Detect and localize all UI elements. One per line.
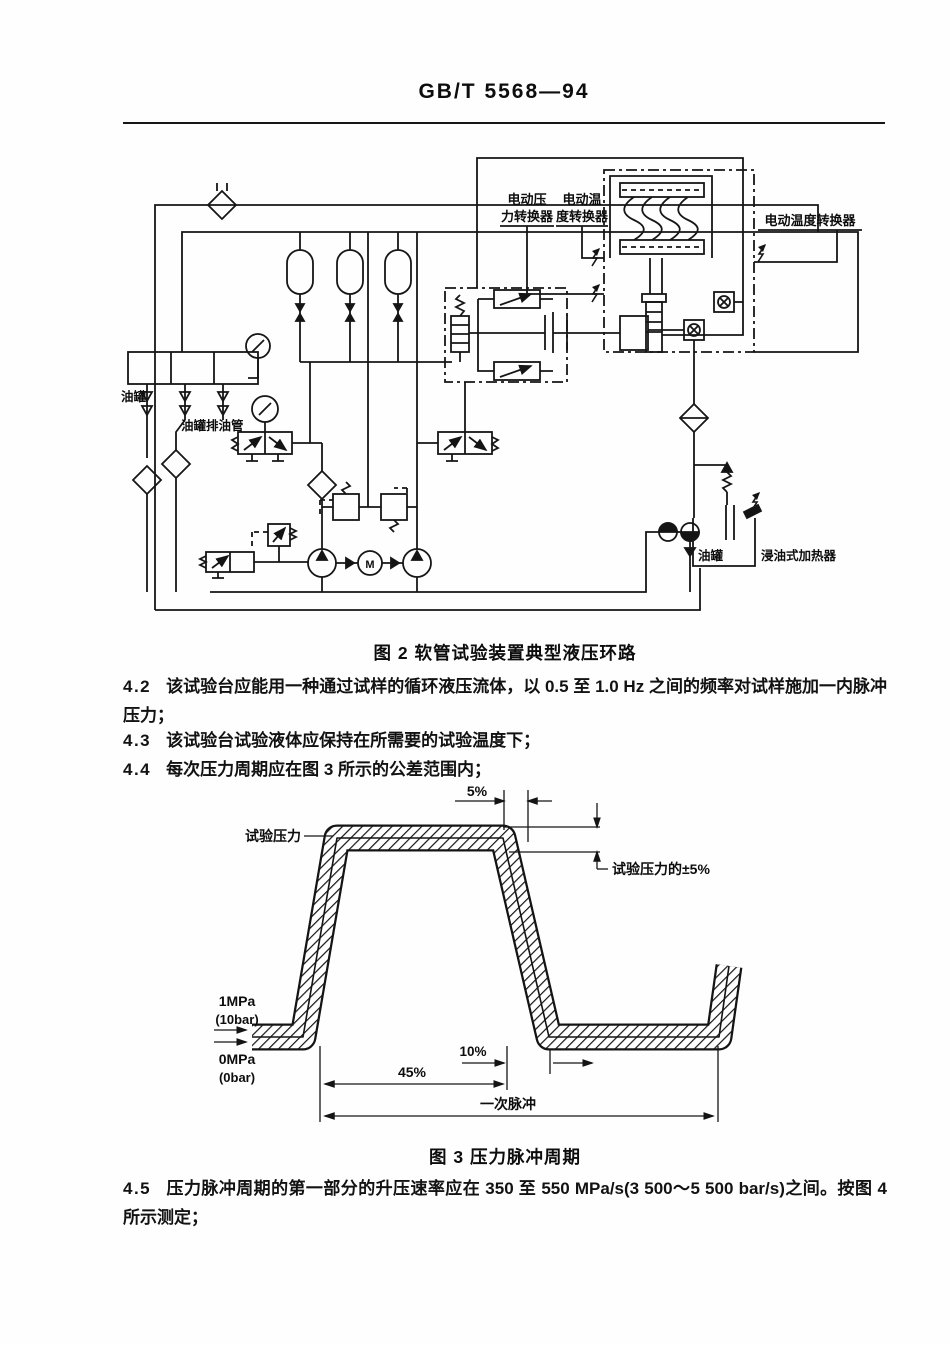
clause-4-4: 4.4 每次压力周期应在图 3 所示的公差范围内； [123,755,887,784]
label-pressure-transducer-line2: 力转换器 [501,209,554,224]
label-test-pressure: 试验压力 [245,828,301,844]
label-pressure-transducer-line1: 电动压 [507,192,546,207]
directional-valve-icon [416,382,500,549]
label-temp-transducer-line2: 度转换器 [556,209,609,224]
header-rule [123,122,885,125]
label-temp-transducer-right: 电动温度转换器 [764,213,856,228]
fig2-piping [127,157,862,611]
clause-4-2-number: 4.2 [123,677,152,696]
label-oil-tank-left: 油罐 [121,389,147,404]
clause-4-5-number: 4.5 [123,1179,152,1198]
figure3-pressure-pulse-cycle: 5% 试验压力 试验压力的±5% 1MPa (10bar) 0MPa (0bar… [214,783,743,1122]
motor-letter: M [365,559,374,571]
electric-signal-icon [591,283,601,303]
pulse-tolerance-band [252,824,743,1051]
label-10-percent: 10% [459,1044,486,1059]
electric-signal-icon [757,243,767,263]
pump-icon [307,548,432,578]
clause-4-4-text: 每次压力周期应在图 3 所示的公差范围内； [166,760,492,779]
relief-valve-icon [251,523,299,562]
label-0mpa: 0MPa [219,1051,256,1067]
relief-valve-icon [450,294,470,362]
rotary-union-icon [683,291,743,341]
piston-icon [544,312,620,353]
label-temp-transducer-line1: 电动温 [562,192,601,207]
check-valve-icons [140,391,230,417]
label-test-pressure-tolerance: 试验压力的±5% [612,861,710,877]
label-10bar: (10bar) [215,1012,258,1027]
heater-element-icon [742,503,763,520]
circulation-pump-icon [658,522,700,558]
filter-icon [131,419,192,592]
label-1mpa: 1MPa [219,993,256,1009]
figure2-hydraulic-circuit: 电动压 力转换器 电动温 度转换器 电动温度转换器 M 油罐 油罐排油管 油罐 … [121,157,862,611]
directional-valve-icon [197,551,308,579]
figure3-caption: 图 3 压力脉冲周期 [429,1147,581,1167]
clause-4-3-number: 4.3 [123,731,152,750]
pressure-gauge-icon [245,333,271,379]
label-immersion-heater: 浸油式加热器 [761,548,837,563]
figure2-caption: 图 2 软管试验装置典型液压环路 [373,643,637,663]
standard-number: GB/T 5568—94 [418,80,590,103]
label-0bar: (0bar) [219,1070,255,1085]
flow-control-valve-icon [477,289,553,381]
clause-4-4-number: 4.4 [123,760,152,779]
clause-4-3: 4.3 该试验台试验液体应保持在所需要的试验温度下； [123,726,887,755]
directional-valve-icon [230,431,310,462]
hose-test-samples-icon [609,175,713,258]
temperature-chamber-enclosure [603,169,755,353]
label-5-percent: 5% [467,783,488,799]
filter-icon [306,469,338,549]
plunger-cylinder-icon [619,258,684,353]
label-45-percent: 45% [398,1064,427,1080]
fig3-dimension-lines [214,790,719,1122]
label-one-pulse: 一次脉冲 [480,1096,536,1112]
electric-signal-icon [591,247,601,267]
transducer-leader-lines [500,225,862,295]
pressure-valve-icon [319,481,417,533]
spring-check-valve-icon [694,461,734,505]
sample-cabinet-outline [476,157,744,336]
heat-exchanger-icon [678,402,710,434]
accumulator-icon [286,232,412,362]
clause-4-3-text: 该试验台试验液体应保持在所需要的试验温度下； [166,731,541,750]
clause-4-2-text: 该试验台应能用一种通过试样的循环液压流体，以 0.5 至 1.0 Hz 之间的频… [123,677,887,725]
air-bleed-valve-icon [206,183,238,221]
oil-tank-icon [692,505,756,567]
oil-tank-manifold-icon [127,351,259,385]
motor-icon [336,550,403,576]
pressure-gauge-icon [251,395,279,432]
label-oil-tank-drain-pipe: 油罐排油管 [181,418,244,433]
label-oil-tank-bottom: 油罐 [698,548,724,563]
clause-4-5-text: 压力脉冲周期的第一部分的升压速率应在 350 至 550 MPa/s(3 500… [123,1179,887,1227]
